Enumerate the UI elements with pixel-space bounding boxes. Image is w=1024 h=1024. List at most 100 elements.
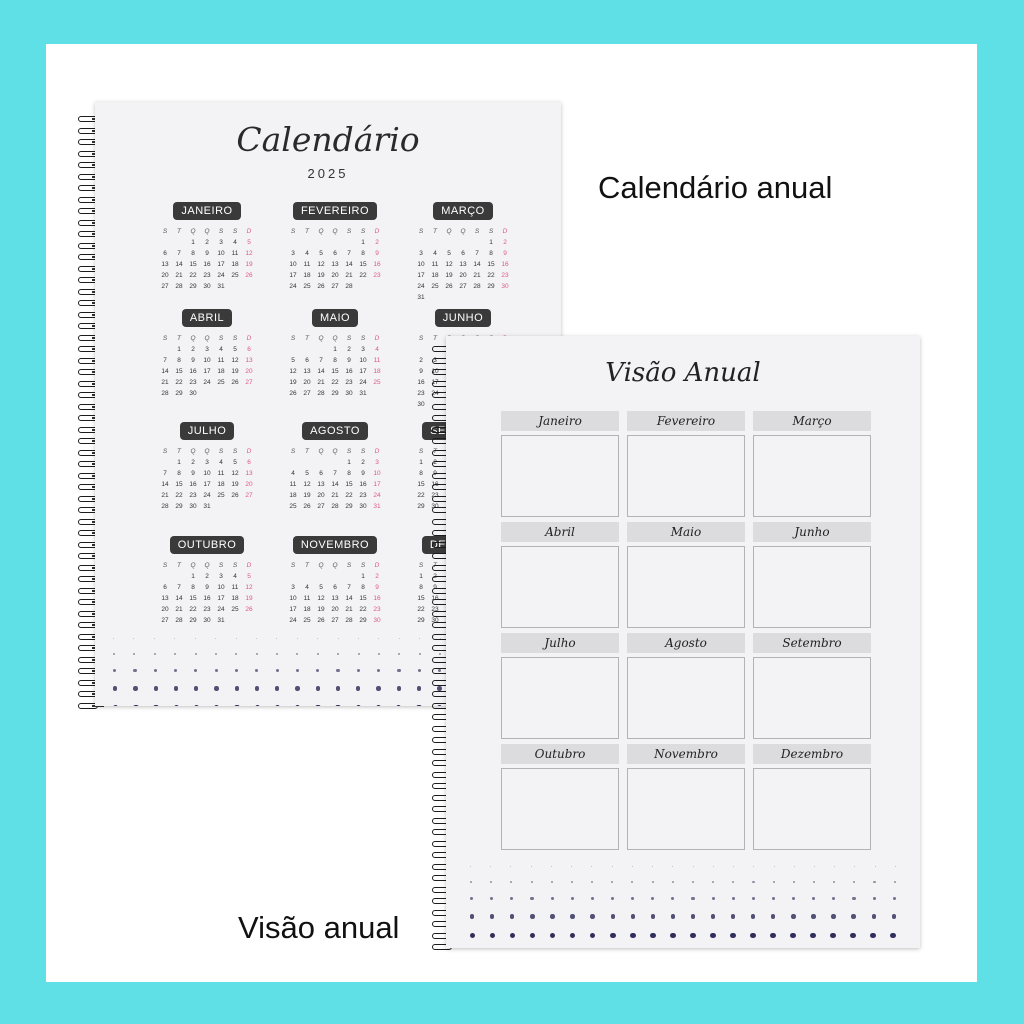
dot (611, 866, 613, 867)
month-header: Março (753, 411, 871, 431)
dot (770, 932, 776, 938)
day-number: 18 (231, 595, 239, 602)
dot (691, 897, 695, 901)
day-number: 4 (291, 470, 295, 477)
day-number: 11 (303, 261, 311, 268)
dot (510, 866, 512, 867)
month-notes-area[interactable] (501, 657, 619, 739)
dot (398, 638, 400, 639)
month-notes-area[interactable] (627, 546, 745, 628)
day-number (286, 345, 300, 354)
day-number: 30 (345, 390, 353, 397)
day-number: 23 (417, 390, 425, 397)
dot (235, 638, 237, 639)
dot (356, 686, 361, 691)
month-box[interactable]: Janeiro (501, 411, 619, 517)
month-box[interactable]: Fevereiro (627, 411, 745, 517)
day-number: 20 (459, 272, 467, 279)
dot (751, 914, 756, 919)
month-header: Agosto (627, 633, 745, 653)
month-notes-area[interactable] (753, 546, 871, 628)
dot (651, 897, 655, 901)
day-number: 15 (359, 261, 367, 268)
day-number: 25 (289, 503, 297, 510)
day-number: 11 (231, 584, 239, 591)
month-box[interactable]: Junho (753, 522, 871, 628)
day-number: 13 (161, 595, 169, 602)
month-notes-area[interactable] (627, 657, 745, 739)
day-number: 12 (317, 595, 325, 602)
day-number: 4 (375, 346, 379, 353)
day-number: 20 (161, 606, 169, 613)
month-box[interactable]: Agosto (627, 633, 745, 739)
day-number: 6 (247, 459, 251, 466)
month-notes-area[interactable] (627, 768, 745, 850)
dot (753, 866, 755, 867)
month-notes-area[interactable] (627, 435, 745, 517)
day-number: 26 (245, 272, 253, 279)
weekday-label: S (418, 228, 424, 235)
month-notes-area[interactable] (501, 435, 619, 517)
day-number (428, 293, 442, 302)
month-box[interactable]: Março (753, 411, 871, 517)
dot (773, 866, 775, 867)
day-number: 17 (417, 272, 425, 279)
day-number: 22 (487, 272, 495, 279)
day-number: 23 (373, 272, 381, 279)
day-number: 18 (289, 492, 297, 499)
dot (651, 881, 654, 884)
month-box[interactable]: Outubro (501, 744, 619, 850)
dot (530, 914, 535, 919)
weekday-label: Q (204, 562, 210, 569)
dot (650, 914, 655, 919)
month-notes-area[interactable] (753, 435, 871, 517)
day-number: 27 (161, 283, 169, 290)
day-number: 7 (475, 250, 479, 257)
dot (771, 897, 776, 901)
day-number: 9 (191, 470, 195, 477)
day-number: 21 (331, 492, 339, 499)
dot-row (470, 881, 896, 884)
day-number: 30 (189, 390, 197, 397)
day-number: 22 (417, 492, 425, 499)
day-number: 10 (203, 470, 211, 477)
day-number: 11 (303, 595, 311, 602)
dot (610, 897, 615, 901)
day-number: 13 (331, 261, 339, 268)
month-label: MARÇO (433, 202, 493, 220)
dot (730, 932, 736, 938)
month-box[interactable]: Novembro (627, 744, 745, 850)
day-number: 5 (319, 250, 323, 257)
day-number: 22 (345, 492, 353, 499)
day-number: 10 (289, 261, 297, 268)
day-number: 27 (331, 283, 339, 290)
month-box[interactable]: Abril (501, 522, 619, 628)
day-number: 3 (205, 459, 209, 466)
weekday-label: Q (460, 228, 466, 235)
month-box[interactable]: Julho (501, 633, 619, 739)
month-notes-area[interactable] (501, 546, 619, 628)
month-header: Fevereiro (627, 411, 745, 431)
weekday-label: T (177, 228, 181, 235)
dot (235, 653, 238, 656)
day-number: 16 (501, 261, 509, 268)
day-number: 10 (217, 584, 225, 591)
month-box[interactable]: Setembro (753, 633, 871, 739)
white-canvas: Calendário anual Calendário 2025 JANEIRO… (46, 44, 977, 982)
day-number: 1 (333, 346, 337, 353)
dot (510, 932, 516, 938)
dot (296, 638, 298, 639)
month-box[interactable]: Dezembro (753, 744, 871, 850)
month-notes-area[interactable] (501, 768, 619, 850)
day-number: 8 (347, 470, 351, 477)
month-label: JANEIRO (173, 202, 241, 220)
dot (470, 881, 473, 884)
day-number: 27 (331, 617, 339, 624)
day-number: 6 (305, 357, 309, 364)
day-number: 16 (431, 595, 439, 602)
month-box[interactable]: Maio (627, 522, 745, 628)
month-notes-area[interactable] (753, 657, 871, 739)
month-notes-area[interactable] (753, 768, 871, 850)
day-number: 16 (345, 368, 353, 375)
